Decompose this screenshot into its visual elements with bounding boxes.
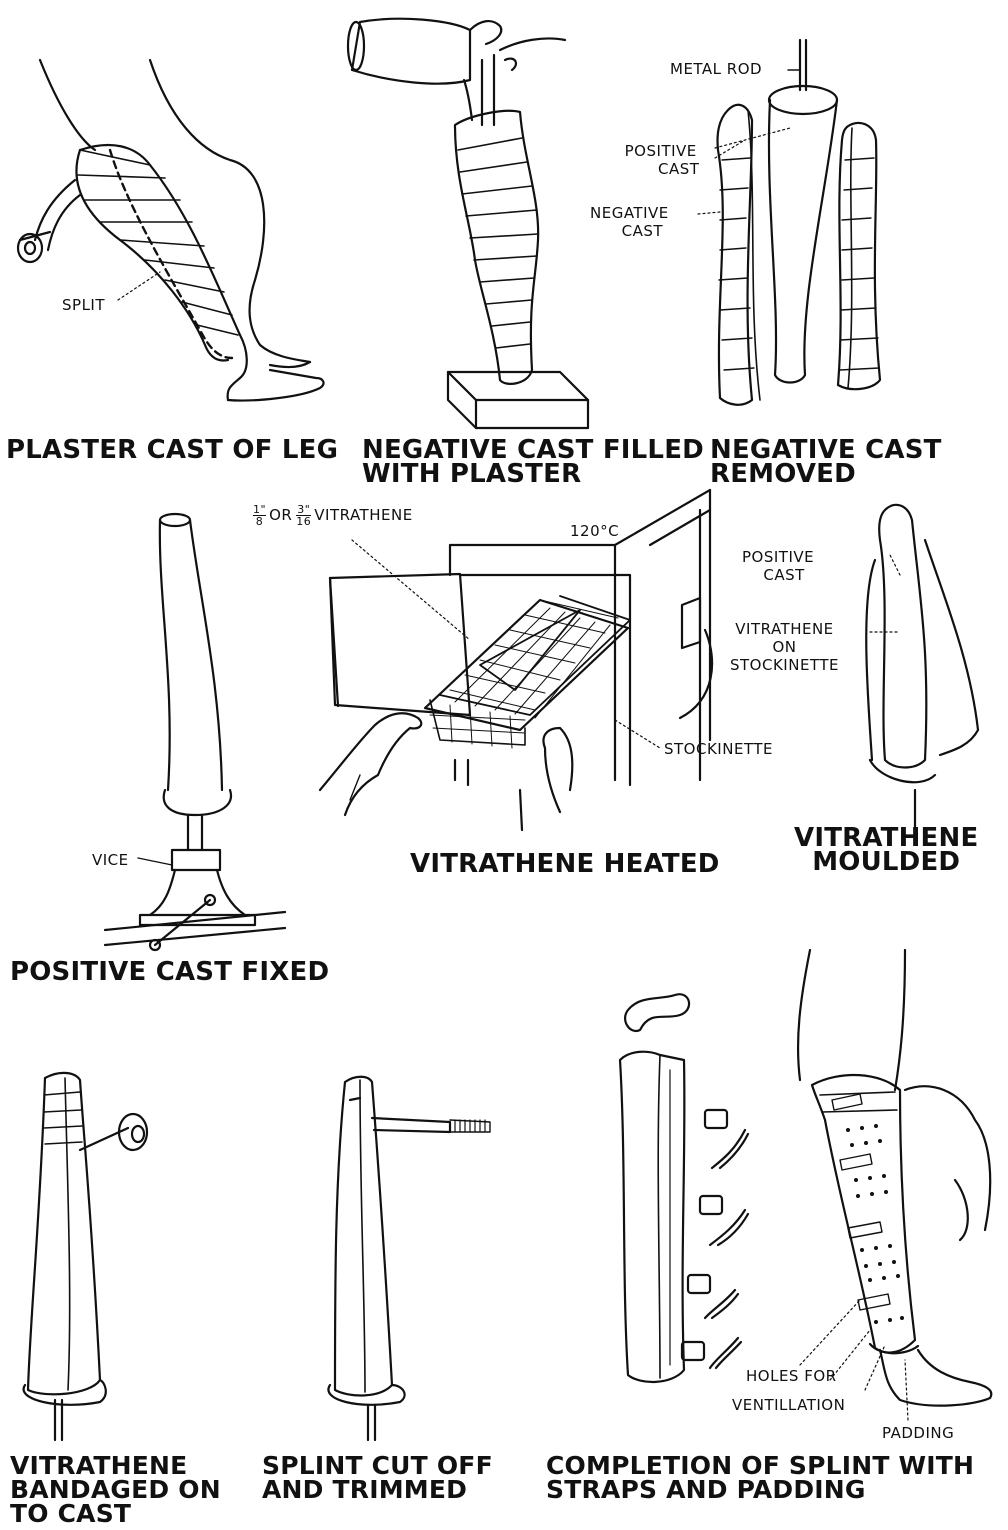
caption-positive-cast-fixed: POSITIVE CAST FIXED xyxy=(10,960,329,984)
caption-splint-cut-off: SPLINT CUT OFF AND TRIMMED xyxy=(262,1454,493,1502)
holes-for-label: HOLES FOR xyxy=(746,1367,837,1385)
leg-cast-drawing xyxy=(18,60,323,401)
ventillation-label: VENTILLATION xyxy=(732,1396,845,1414)
padding-label: PADDING xyxy=(882,1424,954,1442)
vice-label: VICE xyxy=(92,851,129,869)
vice-and-cast-drawing xyxy=(105,514,285,950)
completed-splint-drawing xyxy=(620,950,991,1420)
positive-cast-label-1: POSITIVE CAST xyxy=(622,142,699,178)
oven-drawing xyxy=(320,490,712,830)
metal-rod-label: METAL ROD xyxy=(670,60,762,78)
caption-vitrathene-bandaged: VITRATHENE BANDAGED ON TO CAST xyxy=(10,1454,221,1526)
vitrathene-thickness-label: 1" 8 OR 3" 16 VITRATHENE xyxy=(253,504,413,527)
split-casts-drawing xyxy=(698,40,880,405)
caption-negative-cast-filled: NEGATIVE CAST FILLED WITH PLASTER xyxy=(362,438,704,486)
caption-completion-of-splint: COMPLETION OF SPLINT WITH STRAPS AND PAD… xyxy=(546,1454,974,1502)
temperature-label: 120°C xyxy=(570,522,619,540)
moulded-cast-drawing xyxy=(866,505,978,830)
trimmed-splint-drawing xyxy=(328,1077,490,1440)
positive-cast-label-2: POSITIVE CAST xyxy=(742,548,814,584)
split-label: SPLIT xyxy=(62,296,105,314)
strap-buckles xyxy=(682,1110,748,1368)
caption-vitrathene-heated: VITRATHENE HEATED xyxy=(410,852,720,876)
vitrathene-on-stockinette-label: VITRATHENE ON STOCKINETTE xyxy=(730,620,839,674)
caption-negative-cast-removed: NEGATIVE CAST REMOVED xyxy=(710,438,942,486)
caption-plaster-cast-of-leg: PLASTER CAST OF LEG xyxy=(6,438,338,462)
bandaged-cast-drawing xyxy=(24,1073,147,1440)
negative-cast-label: NEGATIVE CAST xyxy=(590,204,669,240)
stockinette-label: STOCKINETTE xyxy=(664,740,773,758)
caption-vitrathene-moulded: VITRATHENE MOULDED xyxy=(794,826,978,874)
jug-and-mould-drawing xyxy=(348,19,588,428)
